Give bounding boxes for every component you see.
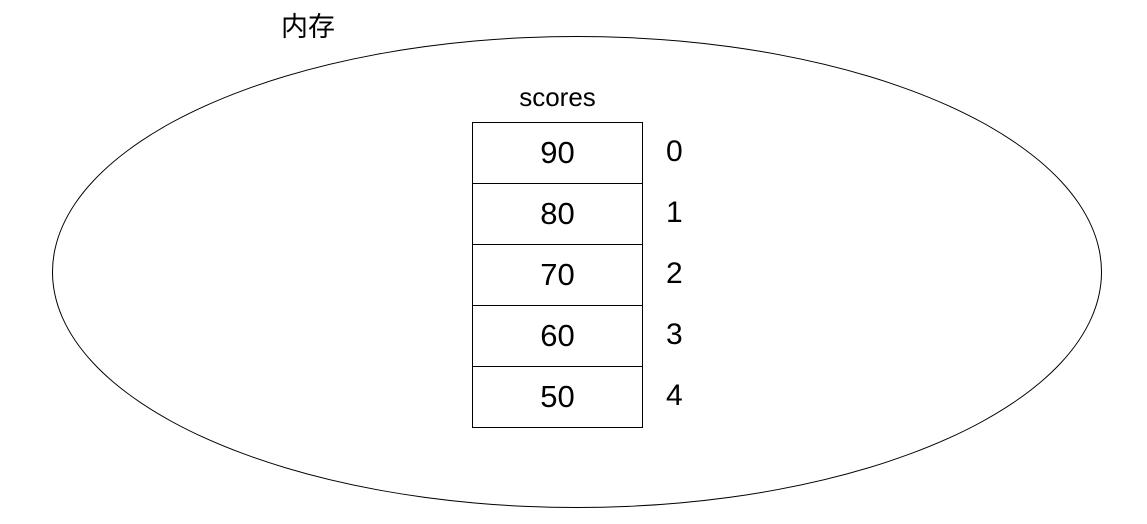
array-cell: 80 bbox=[473, 184, 642, 245]
array-cell: 60 bbox=[473, 306, 642, 367]
array-index-label: 4 bbox=[666, 378, 683, 412]
array-name-label: scores bbox=[519, 82, 596, 112]
array-index-label: 0 bbox=[666, 135, 683, 169]
array-cell: 70 bbox=[473, 245, 642, 306]
array-table: 90 80 70 60 50 bbox=[472, 122, 643, 428]
memory-label: 内存 bbox=[281, 12, 335, 42]
array-cell: 50 bbox=[540, 379, 575, 414]
array-cell: 90 bbox=[473, 123, 642, 184]
memory-boundary-ellipse bbox=[52, 36, 1102, 508]
array-index-column: 0 1 2 3 4 bbox=[666, 122, 706, 426]
array-index-label: 2 bbox=[666, 256, 683, 290]
array-index-label: 1 bbox=[666, 196, 683, 230]
array-index-label: 3 bbox=[666, 317, 683, 351]
